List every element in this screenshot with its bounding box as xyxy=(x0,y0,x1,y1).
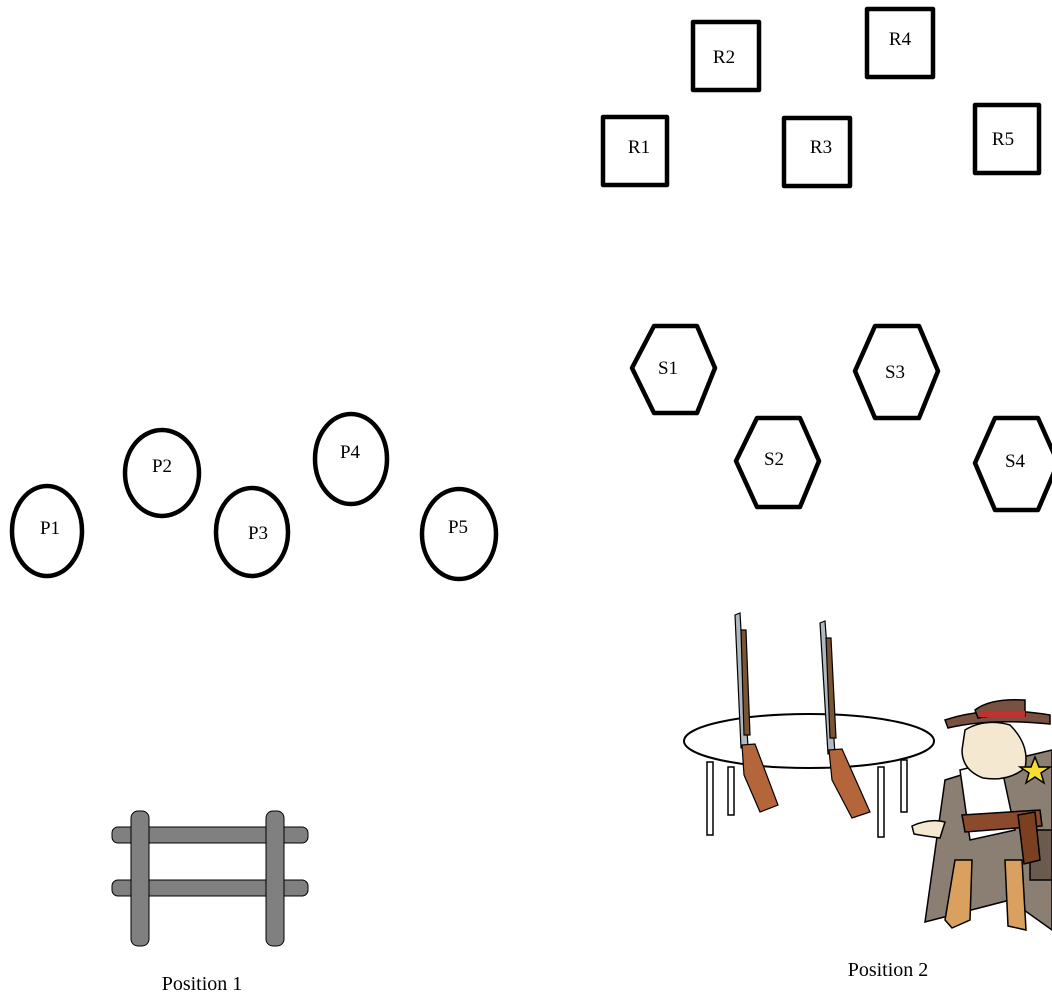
square-r2-label: R2 xyxy=(713,47,735,68)
table-with-rifles-icon xyxy=(683,612,935,838)
circle-p4-label: P4 xyxy=(340,442,361,463)
circle-p2-label: P2 xyxy=(152,456,172,477)
circle-p3-label: P3 xyxy=(248,523,268,544)
hexagon-s1-label: S1 xyxy=(658,358,678,379)
square-r1-label: R1 xyxy=(628,137,650,158)
square-r2: R2 xyxy=(690,19,762,93)
hexagon-s2-label: S2 xyxy=(764,449,784,470)
fence-icon xyxy=(111,810,309,947)
hexagon-s4-label: S4 xyxy=(1005,451,1026,472)
hexagon-s2: S2 xyxy=(733,415,822,510)
circle-p1-label: P1 xyxy=(40,518,60,539)
square-r5-label: R5 xyxy=(992,129,1014,150)
caption-position-2: Position 2 xyxy=(848,959,929,981)
circle-p3: P3 xyxy=(213,485,291,579)
square-r4: R4 xyxy=(864,6,936,80)
square-r4-label: R4 xyxy=(889,29,912,50)
hexagon-s4: S4 xyxy=(972,415,1052,513)
sheriff-cowboy-icon xyxy=(911,698,1052,931)
hexagon-s1: S1 xyxy=(629,323,718,416)
caption-position-1: Position 1 xyxy=(162,973,243,995)
hexagon-s3: S3 xyxy=(852,323,941,421)
square-r5: R5 xyxy=(972,102,1042,176)
hexagon-s3-label: S3 xyxy=(885,362,905,383)
circle-p5: P5 xyxy=(419,486,499,582)
square-r1: R1 xyxy=(600,114,670,188)
circle-p2: P2 xyxy=(122,427,202,519)
circle-p4: P4 xyxy=(312,411,390,507)
square-r3-label: R3 xyxy=(810,137,832,158)
square-r3: R3 xyxy=(781,115,853,189)
circle-p1: P1 xyxy=(9,483,85,579)
circle-p5-label: P5 xyxy=(448,517,468,538)
